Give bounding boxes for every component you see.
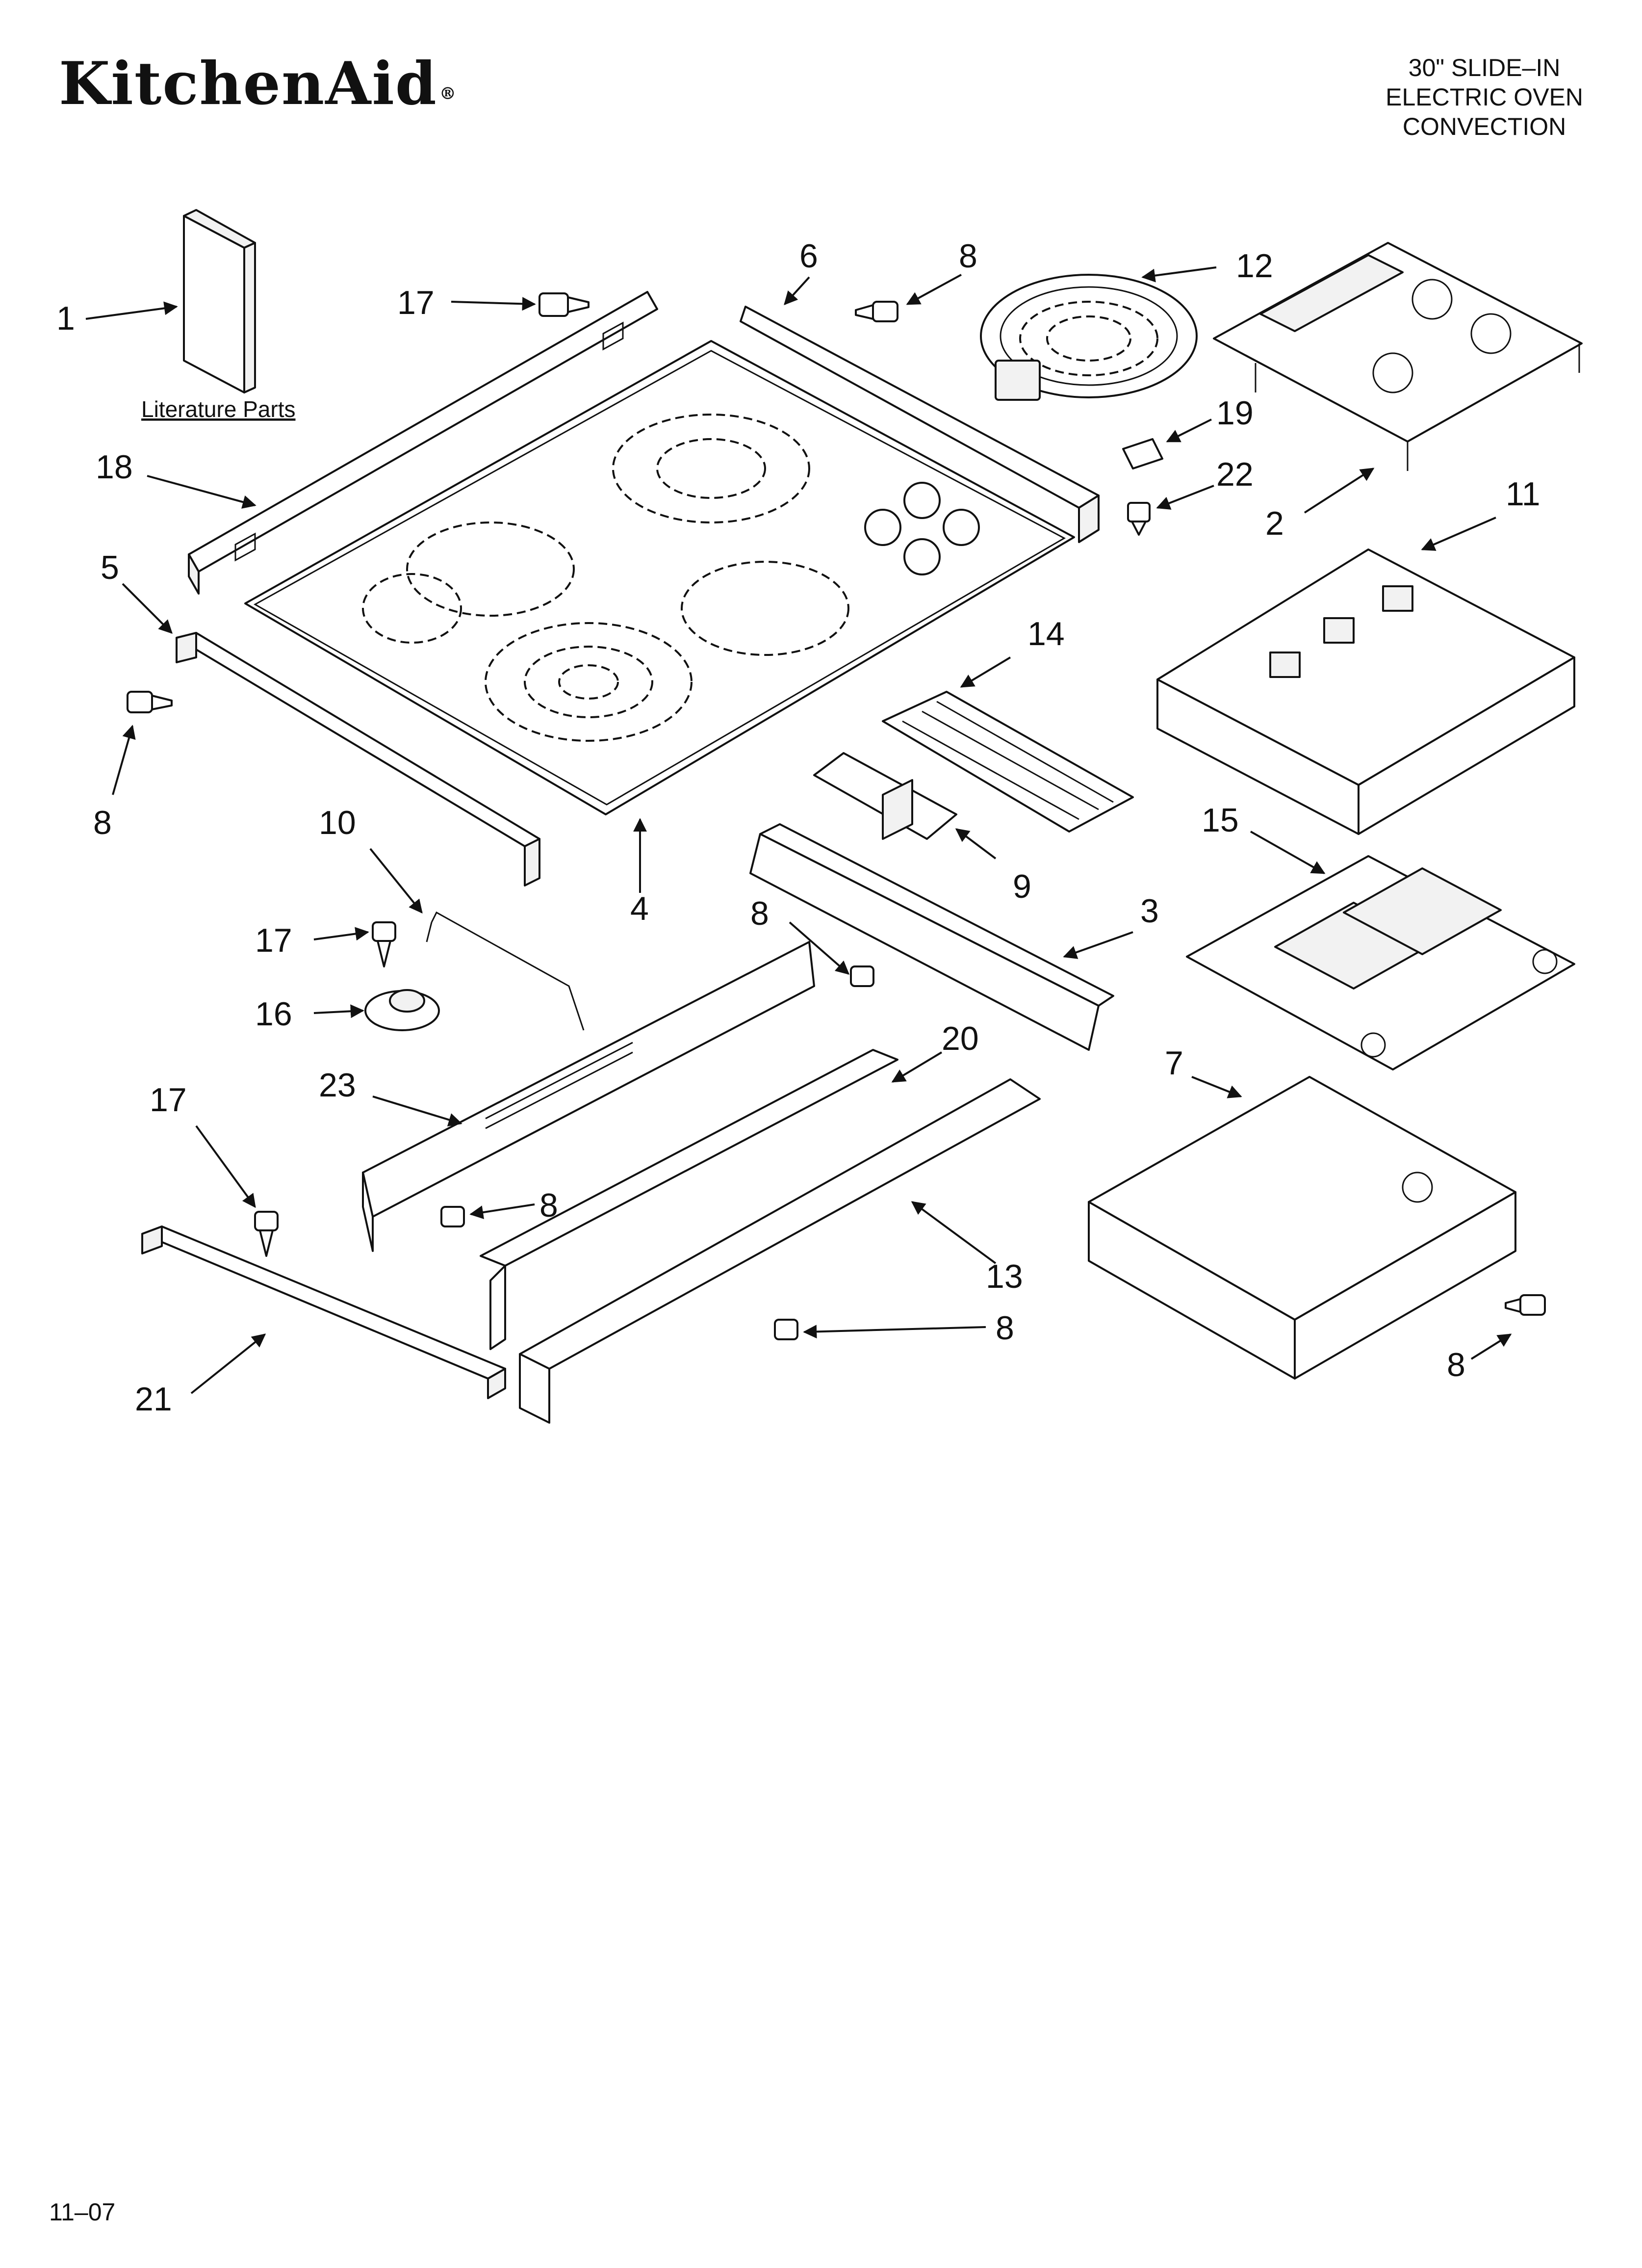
- part-6-rear-rail: [740, 306, 1100, 543]
- callout-23: 23: [319, 1067, 356, 1104]
- callout-20: 20: [942, 1020, 979, 1057]
- callout-7: 7: [1165, 1044, 1183, 1082]
- part-18-trim-rail: [188, 291, 658, 595]
- part-15-mounting-plate: [1186, 855, 1575, 1070]
- part-screw-8-top: [855, 301, 898, 322]
- part-screw-8-right: [1505, 1294, 1546, 1316]
- part-23-vented-panel: [362, 941, 815, 1252]
- part-screw-17-mid: [372, 921, 396, 967]
- part-screw-17-top: [539, 292, 590, 317]
- brand-name: KitchenAid: [59, 49, 437, 118]
- callout-5: 5: [101, 549, 119, 586]
- part-7-bottom-box: [1088, 1076, 1516, 1380]
- part-11-control-housing: [1156, 548, 1575, 835]
- callout-17: 17: [397, 284, 435, 321]
- model-line-1: 30" SLIDE–IN: [1408, 54, 1561, 81]
- date-code: 11–07: [49, 2198, 116, 2226]
- registered-mark: ®: [439, 84, 457, 104]
- part-screw-17-lower: [254, 1211, 279, 1257]
- literature-parts-caption: Literature Parts: [141, 396, 295, 422]
- part-16-sensor-bracket: [364, 989, 440, 1031]
- part-screw-8-lower-b: [774, 1319, 798, 1340]
- callout-11: 11: [1506, 475, 1540, 513]
- part-literature-booklet: [183, 209, 256, 393]
- vent-slots: [485, 1042, 633, 1129]
- callout-15: 15: [1202, 802, 1239, 839]
- part-12-radiant-element: [980, 274, 1198, 401]
- callout-8: 8: [996, 1309, 1014, 1347]
- callout-4: 4: [630, 890, 649, 927]
- part-13-front-channel: [519, 1078, 1041, 1424]
- kitchenaid-logo: KitchenAid®: [59, 49, 457, 118]
- part-screw-8-left: [127, 691, 173, 713]
- callout-16: 16: [255, 995, 292, 1033]
- callout-18: 18: [96, 448, 133, 486]
- callout-1: 1: [56, 300, 75, 337]
- part-4-cooktop-glass: [244, 340, 1075, 815]
- part-10-wire-bracket: [426, 911, 585, 1031]
- callout-labels: 1 17 18 5 8 6 8 12 19 22 2 11 14 4 10 9 …: [56, 237, 1540, 1418]
- callout-19: 19: [1216, 394, 1254, 432]
- callout-13: 13: [986, 1258, 1023, 1295]
- callout-17: 17: [150, 1081, 187, 1119]
- part-screw-8-mid: [850, 965, 874, 987]
- callout-8: 8: [539, 1187, 558, 1224]
- model-line-2: ELECTRIC OVEN: [1385, 83, 1583, 111]
- callout-14: 14: [1027, 615, 1065, 652]
- callout-8: 8: [93, 804, 112, 841]
- part-2-control-board: [1213, 242, 1583, 471]
- callout-22: 22: [1216, 456, 1254, 493]
- part-screw-8-lower-a: [440, 1206, 465, 1227]
- callout-21: 21: [135, 1381, 172, 1418]
- model-description: 30" SLIDE–IN ELECTRIC OVEN CONVECTION: [1385, 53, 1583, 141]
- callout-6: 6: [799, 237, 818, 275]
- model-line-3: CONVECTION: [1402, 113, 1566, 140]
- part-3-rail-channel: [749, 823, 1114, 1051]
- part-20-angle-bracket: [480, 1049, 898, 1350]
- callout-9: 9: [1013, 868, 1031, 905]
- callout-3: 3: [1140, 892, 1159, 930]
- part-9-bracket: [813, 752, 957, 840]
- part-14-ribbon-cable: [882, 691, 1134, 833]
- callout-12: 12: [1236, 247, 1273, 285]
- part-5-front-trim: [176, 632, 540, 886]
- part-19-clip: [1122, 438, 1163, 469]
- leader-lines: [85, 266, 1512, 1394]
- part-21-bottom-rail: [141, 1225, 506, 1399]
- callout-8: 8: [750, 895, 769, 932]
- callout-8: 8: [959, 237, 977, 275]
- callout-8: 8: [1447, 1346, 1465, 1383]
- callout-2: 2: [1265, 505, 1284, 542]
- part-screw-22: [1127, 502, 1151, 536]
- callout-17: 17: [255, 922, 292, 959]
- callout-10: 10: [319, 804, 356, 841]
